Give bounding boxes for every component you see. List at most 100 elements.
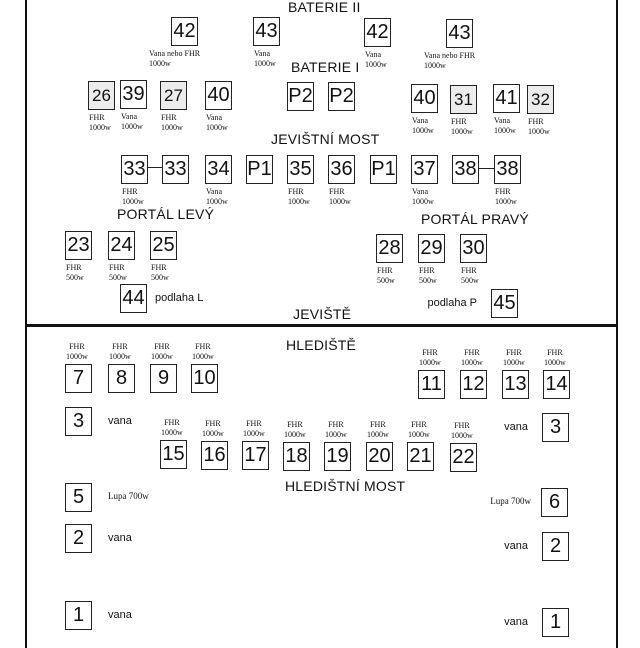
fixture-box-29: 29 (418, 234, 445, 263)
fixture-box-7: 7 (65, 364, 92, 393)
fixture-type: FHR (122, 187, 138, 196)
fixture-type: Vana (254, 49, 270, 58)
fixture-wattage: 500w (109, 273, 127, 282)
title-jevistni-most: JEVIŠTNÍ MOST (271, 131, 380, 147)
fixture-wattage: 1000w (544, 358, 566, 367)
fixture-box-22: 22 (450, 443, 477, 472)
fixture-box-2: 2 (65, 524, 92, 553)
fixture-type: FHR (109, 263, 125, 272)
fixture-note: vana (108, 609, 132, 621)
fixture-type: FHR (329, 187, 345, 196)
fixture-box-14: 14 (543, 370, 570, 399)
fixture-box-P1: P1 (246, 155, 273, 184)
fixture-box-2: 2 (542, 532, 569, 561)
fixture-wattage: 1000w (243, 429, 265, 438)
fixture-wattage: 1000w (408, 430, 430, 439)
fixture-wattage: 1000w (367, 430, 389, 439)
fixture-note: vana (504, 540, 528, 552)
connector-33 (147, 167, 162, 169)
fixture-box-21: 21 (407, 442, 434, 471)
fixture-wattage: 1000w (161, 123, 183, 132)
fixture-type: FHR (154, 342, 170, 351)
fixture-box-35: 35 (287, 155, 314, 184)
fixture-type: FHR (528, 117, 544, 126)
fixture-wattage: 1000w (161, 428, 183, 437)
fixture-note: podlaha P (427, 297, 477, 309)
fixture-wattage: 1000w (151, 352, 173, 361)
fixture-box-26: 26 (88, 81, 115, 110)
fixture-type: Vana (365, 50, 381, 59)
fixture-box-1: 1 (65, 601, 92, 630)
fixture-wattage: 1000w (503, 358, 525, 367)
fixture-wattage: 1000w (412, 197, 434, 206)
fixture-box-43: 43 (253, 17, 280, 46)
fixture-box-36: 36 (328, 155, 355, 184)
fixture-box-3: 3 (542, 413, 569, 442)
fixture-box-38: 38 (494, 155, 521, 184)
fixture-type: FHR (112, 342, 128, 351)
title-portal-pravy: PORTÁL PRAVÝ (421, 211, 529, 227)
fixture-type: FHR (461, 266, 477, 275)
fixture-box-30: 30 (460, 234, 487, 263)
fixture-wattage: 1000w (451, 431, 473, 440)
fixture-box-19: 19 (324, 442, 351, 471)
fixture-box-8: 8 (108, 364, 135, 393)
fixture-wattage: 1000w (329, 197, 351, 206)
fixture-type: FHR (547, 348, 563, 357)
fixture-box-42: 42 (171, 17, 198, 46)
fixture-wattage: 500w (377, 276, 395, 285)
fixture-wattage: 1000w (192, 352, 214, 361)
fixture-type: FHR (89, 113, 105, 122)
title-jeviste: JEVIŠTĚ (293, 306, 352, 322)
fixture-type: FHR (288, 187, 304, 196)
fixture-wattage: 1000w (419, 358, 441, 367)
fixture-type: FHR (419, 266, 435, 275)
fixture-type: FHR (464, 348, 480, 357)
fixture-wattage: 1000w (206, 123, 228, 132)
fixture-wattage: 1000w (412, 126, 434, 135)
fixture-box-10: 10 (191, 364, 218, 393)
fixture-box-3: 3 (65, 407, 92, 436)
fixture-wattage: 1000w (149, 59, 171, 68)
fixture-box-41: 41 (493, 84, 520, 113)
fixture-type: FHR (328, 420, 344, 429)
fixture-box-P2: P2 (328, 82, 355, 111)
fixture-wattage: 1000w (365, 60, 387, 69)
fixture-box-13: 13 (502, 370, 529, 399)
fixture-box-1: 1 (542, 608, 569, 637)
title-hledistni-most: HLEDIŠTNÍ MOST (285, 478, 406, 494)
fixture-box-18: 18 (283, 442, 310, 471)
fixture-type: FHR (377, 266, 393, 275)
fixture-wattage: 1000w (122, 197, 144, 206)
fixture-box-45: 45 (491, 289, 518, 318)
fixture-wattage: 1000w (495, 197, 517, 206)
fixture-box-33: 33 (162, 155, 189, 184)
fixture-wattage: 1000w (89, 123, 111, 132)
fixture-box-9: 9 (150, 364, 177, 393)
title-baterie-i: BATERIE I (291, 59, 360, 75)
fixture-note: vana (504, 421, 528, 433)
title-hlediste: HLEDIŠTĚ (286, 337, 357, 353)
fixture-wattage: 1000w (202, 429, 224, 438)
fixture-wattage: 1000w (284, 430, 306, 439)
fixture-box-32: 32 (527, 85, 554, 114)
fixture-note: vana (504, 616, 528, 628)
